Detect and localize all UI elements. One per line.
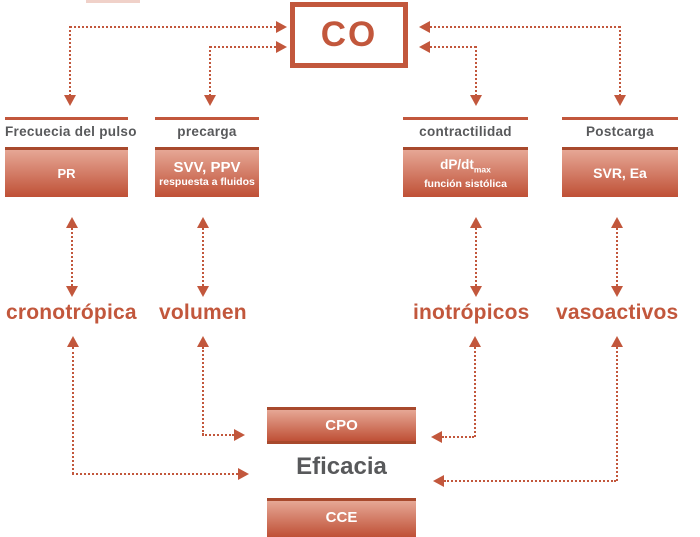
label-vasoactives: vasoactivos: [556, 301, 679, 324]
factor-value: SVR, Ea: [593, 165, 647, 181]
label-chronotropic: cronotrópica: [6, 301, 137, 324]
factor-afterload: Postcarga SVR, Ea: [562, 117, 678, 197]
factor-title-afterload: Postcarga: [586, 124, 654, 139]
co-label: CO: [320, 15, 378, 54]
rule-divider: [5, 117, 128, 120]
co-box: CO: [290, 2, 408, 68]
factor-box-afterload: SVR, Ea: [562, 147, 678, 197]
factor-value-subscript: max: [473, 164, 491, 175]
rule-divider: [155, 117, 259, 120]
factor-value: dP/dtmax: [440, 156, 491, 175]
label-volume: volumen: [159, 301, 247, 324]
efficiency-label: Eficacia: [296, 453, 387, 480]
factor-title-contractility: contractilidad: [419, 124, 512, 139]
factor-box-preload: SVV, PPV respuesta a fluidos: [155, 147, 259, 197]
factor-contractility: contractilidad dP/dtmax función sistólic…: [403, 117, 528, 197]
rule-divider: [403, 117, 528, 120]
factor-box-contractility: dP/dtmax función sistólica: [403, 147, 528, 197]
factor-title-pulse-rate: Frecuecia del pulso: [5, 124, 137, 139]
factor-value-secondary: respuesta a fluidos: [159, 175, 255, 188]
factor-value-secondary: función sistólica: [424, 178, 507, 191]
cpo-box: CPO: [267, 407, 416, 444]
factor-title-preload: precarga: [177, 124, 237, 139]
rule-divider: [562, 117, 678, 120]
factor-pulse-rate: Frecuecia del pulso PR: [5, 117, 137, 197]
cce-box: CCE: [267, 498, 416, 537]
cropped-top-fragment: [86, 0, 140, 3]
factor-value: PR: [57, 166, 76, 181]
factor-preload: precarga SVV, PPV respuesta a fluidos: [155, 117, 259, 197]
factor-value: SVV, PPV: [173, 158, 241, 176]
label-inotropes: inotrópicos: [413, 301, 530, 324]
factor-box-pulse-rate: PR: [5, 147, 128, 197]
